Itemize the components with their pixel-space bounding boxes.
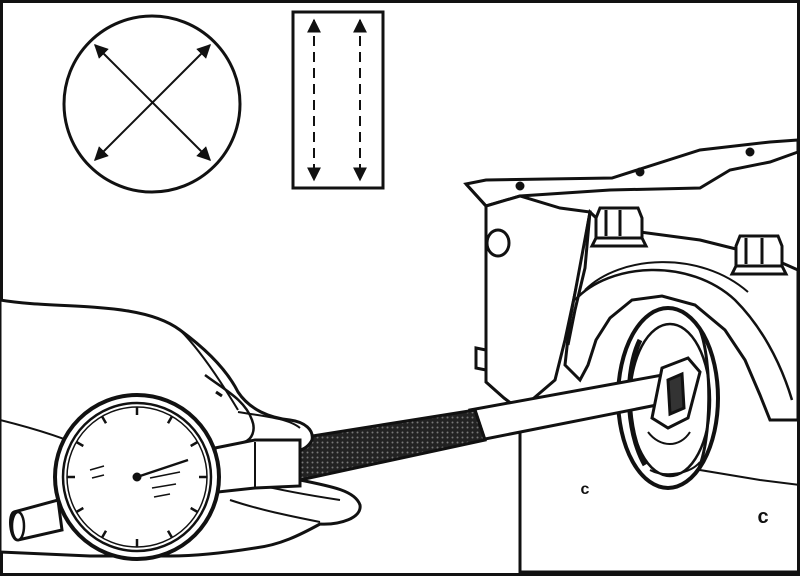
diagonal-measurement-circle-icon: [62, 14, 242, 194]
dial-tick: [190, 506, 199, 514]
dial-tick-marks: [67, 407, 207, 547]
vertical-measurement-rect-icon: [291, 10, 385, 190]
dial-tick: [190, 440, 199, 448]
dial-indicator-gauge: [9, 393, 302, 561]
engine-block: [463, 138, 800, 574]
dial-tick: [100, 415, 108, 424]
dial-tick: [75, 440, 84, 448]
dial-tick: [166, 415, 174, 424]
dial-glare: [89, 465, 181, 498]
cap-bolt-left: [589, 206, 649, 248]
gauge-measuring-head: [650, 356, 702, 430]
dial-tick: [75, 506, 84, 514]
bore-gauge-rod: [298, 368, 694, 482]
block-label-right: c: [757, 506, 768, 528]
block-label-left: c: [581, 481, 590, 498]
dial-tick: [100, 530, 108, 539]
dial-needle: [132, 458, 189, 482]
dial-tick: [166, 530, 174, 539]
cap-bolt-right: [729, 234, 789, 276]
